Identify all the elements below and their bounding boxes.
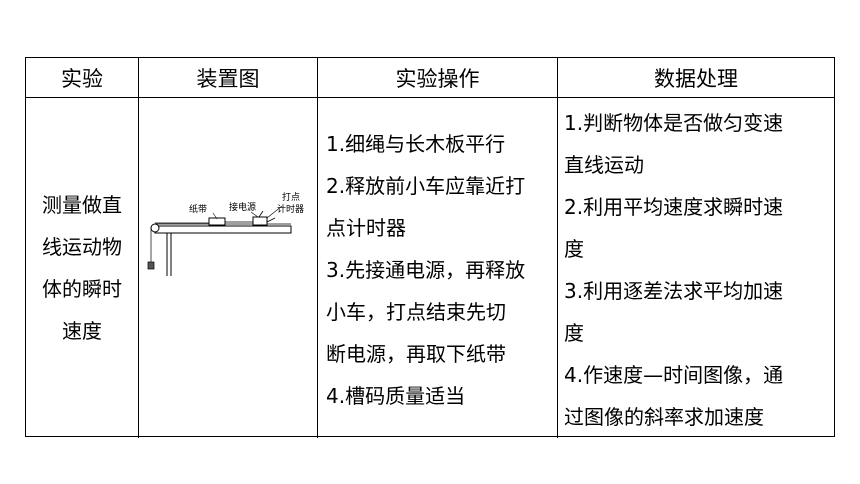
operation-cell: 1.细绳与长木板平行 2.释放前小车应靠近打 点计时器 3.先接通电源，再释放 … (318, 98, 558, 438)
operation-line: 4.槽码质量适当 (326, 384, 466, 408)
processing-line: 过图像的斜率求加速度 (564, 405, 764, 429)
label-timer-line2: 计时器 (277, 203, 304, 215)
apparatus-diagram: 纸带 接电源 打点 计时器 (147, 191, 304, 276)
operation-line: 点计时器 (326, 216, 406, 240)
experiment-name-cell: 测量做直 线运动物 体的瞬时 速度 (26, 98, 139, 438)
label-power-supply: 接电源 (229, 201, 256, 213)
processing-cell: 1.判断物体是否做匀变速 直线运动 2.利用平均速度求瞬时速 度 3.利用逐差法… (558, 98, 834, 438)
timer-icon (252, 216, 268, 226)
header-experiment: 实验 (26, 58, 139, 98)
processing-line: 度 (564, 237, 584, 261)
header-processing: 数据处理 (558, 58, 834, 98)
experiment-table: 实验 装置图 实验操作 数据处理 测量做直 线运动物 体的瞬时 速度 (25, 57, 835, 438)
wooden-board (154, 225, 292, 234)
processing-line: 3.利用逐差法求平均加速 (564, 279, 784, 303)
operation-line: 小车，打点结束先切 (326, 300, 506, 324)
processing-line: 2.利用平均速度求瞬时速 (564, 195, 784, 219)
operation-line: 断电源，再取下纸带 (326, 342, 506, 366)
experiment-name-line: 线运动物 (42, 235, 122, 259)
apparatus-cell: 纸带 接电源 打点 计时器 (139, 98, 318, 438)
processing-line: 1.判断物体是否做匀变速 (564, 111, 784, 135)
experiment-name-line: 测量做直 (42, 193, 122, 217)
label-timer-line1: 打点 (282, 191, 300, 203)
header-operation: 实验操作 (318, 58, 558, 98)
processing-line: 4.作速度—时间图像，通 (564, 363, 784, 387)
label-paper-tape: 纸带 (189, 203, 207, 215)
cart-icon (208, 217, 226, 226)
operation-line: 2.释放前小车应靠近打 (326, 174, 526, 198)
experiment-name-line: 体的瞬时 (42, 277, 122, 301)
operation-line: 1.细绳与长木板平行 (326, 132, 506, 156)
hook-weight-icon (147, 261, 155, 270)
operation-line: 3.先接通电源，再释放 (326, 258, 526, 282)
experiment-name-line: 速度 (62, 319, 102, 343)
pulley-icon (150, 223, 160, 233)
processing-line: 直线运动 (564, 153, 644, 177)
processing-line: 度 (564, 321, 584, 345)
header-apparatus: 装置图 (139, 58, 318, 98)
